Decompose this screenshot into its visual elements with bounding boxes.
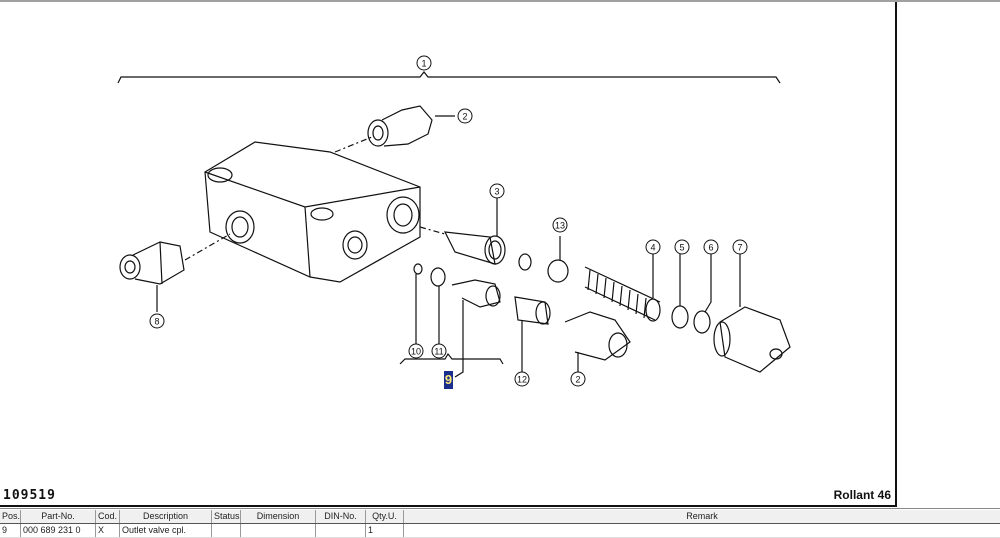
table-header: Pos. Part-No. Cod. Description Status Di… bbox=[0, 510, 1000, 524]
cell-din-no bbox=[316, 524, 366, 537]
callout-label: 11 bbox=[434, 347, 443, 357]
callout-label: 13 bbox=[555, 221, 565, 231]
callout-13 bbox=[552, 217, 568, 233]
valve-piston-3 bbox=[419, 197, 532, 271]
model-name: Rollant 46 bbox=[833, 488, 891, 502]
fitting-2-top bbox=[334, 105, 455, 153]
assembly-brace-1 bbox=[117, 71, 781, 84]
callout-label: 2 bbox=[462, 112, 467, 122]
callout-7 bbox=[732, 239, 748, 255]
cell-remark bbox=[404, 524, 1000, 537]
cell-cod: X bbox=[96, 524, 120, 537]
callout-11 bbox=[431, 343, 447, 359]
column-header-cod[interactable]: Cod. bbox=[96, 510, 120, 523]
callout-12 bbox=[514, 371, 530, 387]
cell-part-no: 000 689 231 0 bbox=[21, 524, 96, 537]
selected-position-marker[interactable]: 9 bbox=[444, 371, 453, 389]
column-header-pos[interactable]: Pos. bbox=[2, 510, 21, 523]
fitting-8 bbox=[119, 233, 231, 312]
callout-label: 2 bbox=[575, 375, 580, 385]
column-header-dimension[interactable]: Dimension bbox=[241, 510, 316, 523]
callout-label: 4 bbox=[650, 243, 655, 253]
column-header-din-no[interactable]: DIN-No. bbox=[316, 510, 366, 523]
column-header-status[interactable]: Status bbox=[214, 510, 241, 523]
callout-3 bbox=[489, 183, 505, 199]
column-header-description[interactable]: Description bbox=[120, 510, 212, 523]
seal-ring-6 bbox=[693, 310, 711, 334]
column-header-part-no[interactable]: Part-No. bbox=[21, 510, 96, 523]
cell-description: Outlet valve cpl. bbox=[120, 524, 212, 537]
cell-pos: 9 bbox=[0, 524, 21, 537]
callout-label: 7 bbox=[737, 243, 742, 253]
cell-status bbox=[212, 524, 241, 537]
spring-4 bbox=[584, 254, 661, 322]
valve-cone-13 bbox=[547, 236, 569, 283]
callout-label: 8 bbox=[154, 317, 159, 327]
parts-table: Pos. Part-No. Cod. Description Status Di… bbox=[0, 508, 1000, 538]
callout-5 bbox=[674, 239, 690, 255]
screw-plug-7 bbox=[713, 254, 791, 373]
callout-8 bbox=[149, 313, 165, 329]
cell-qty: 1 bbox=[366, 524, 404, 537]
valve-body bbox=[204, 141, 421, 283]
callout-label: 6 bbox=[708, 243, 713, 253]
drawing-number: 109519 bbox=[3, 488, 56, 503]
threaded-insert-12 bbox=[514, 296, 551, 372]
column-header-qty[interactable]: Qty.U. bbox=[366, 510, 404, 523]
callout-10 bbox=[408, 343, 424, 359]
callout-label: 3 bbox=[494, 187, 499, 197]
exploded-parts-drawing[interactable]: 1 2 3 4 5 6 7 8 10 11 12 13 2 9 109519 R… bbox=[0, 2, 897, 507]
seal-ring-5 bbox=[671, 305, 689, 329]
column-header-remark[interactable]: Remark bbox=[686, 511, 718, 521]
callout-1 bbox=[416, 55, 432, 71]
callout-2-top bbox=[457, 108, 473, 124]
cell-dimension bbox=[241, 524, 316, 537]
callout-label: 12 bbox=[517, 375, 527, 385]
fitting-2-lower bbox=[564, 311, 631, 372]
callout-4 bbox=[645, 239, 661, 255]
window-top-border bbox=[0, 0, 1000, 2]
callout-label: 1 bbox=[421, 59, 426, 69]
right-margin bbox=[897, 2, 1000, 507]
drawing-canvas: 1 2 3 4 5 6 7 8 10 11 12 13 2 bbox=[117, 55, 791, 387]
callout-2-lower bbox=[570, 371, 586, 387]
callout-6 bbox=[703, 239, 719, 255]
outlet-valve-9 bbox=[399, 263, 504, 378]
callout-label: 10 bbox=[411, 347, 421, 357]
callout-label: 5 bbox=[679, 243, 684, 253]
